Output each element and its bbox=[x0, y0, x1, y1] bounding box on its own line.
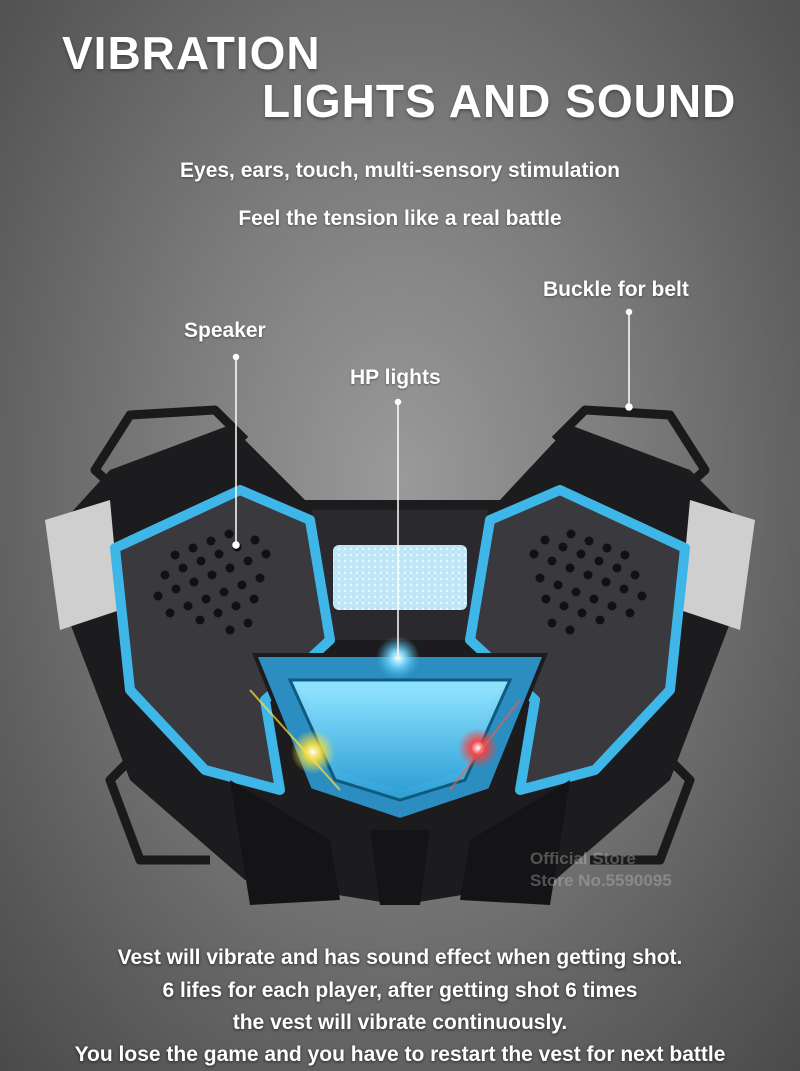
description-line-3: the vest will vibrate continuously. bbox=[232, 1011, 568, 1034]
description-line-2: 6 lifes for each player, after getting s… bbox=[162, 979, 638, 1002]
speaker-grille-right bbox=[529, 529, 647, 635]
speaker-grille-left bbox=[153, 529, 271, 635]
subheading-line-1: Eyes, ears, touch, multi-sensory stimula… bbox=[180, 159, 620, 182]
description-line-1: Vest will vibrate and has sound effect w… bbox=[117, 946, 683, 969]
callout-hp-lights: HP lights bbox=[350, 366, 441, 389]
headline-line-1: VIBRATION bbox=[62, 27, 321, 79]
headline-line-2: LIGHTS AND SOUND bbox=[262, 75, 737, 127]
description-line-4: You lose the game and you have to restar… bbox=[74, 1043, 726, 1066]
store-watermark: Official Store Store No.5590095 bbox=[530, 848, 672, 892]
watermark-line-2: Store No.5590095 bbox=[530, 871, 672, 891]
callout-leader-lines bbox=[232, 308, 633, 655]
hp-led-red bbox=[458, 728, 498, 768]
hp-led-blue bbox=[376, 636, 420, 680]
subheading-line-2: Feel the tension like a real battle bbox=[238, 207, 562, 230]
watermark-line-1: Official Store bbox=[530, 849, 636, 868]
led-matrix-panel bbox=[333, 545, 467, 610]
callout-speaker: Speaker bbox=[184, 319, 266, 342]
callout-buckle: Buckle for belt bbox=[543, 278, 689, 301]
hp-led-yellow bbox=[291, 730, 335, 774]
